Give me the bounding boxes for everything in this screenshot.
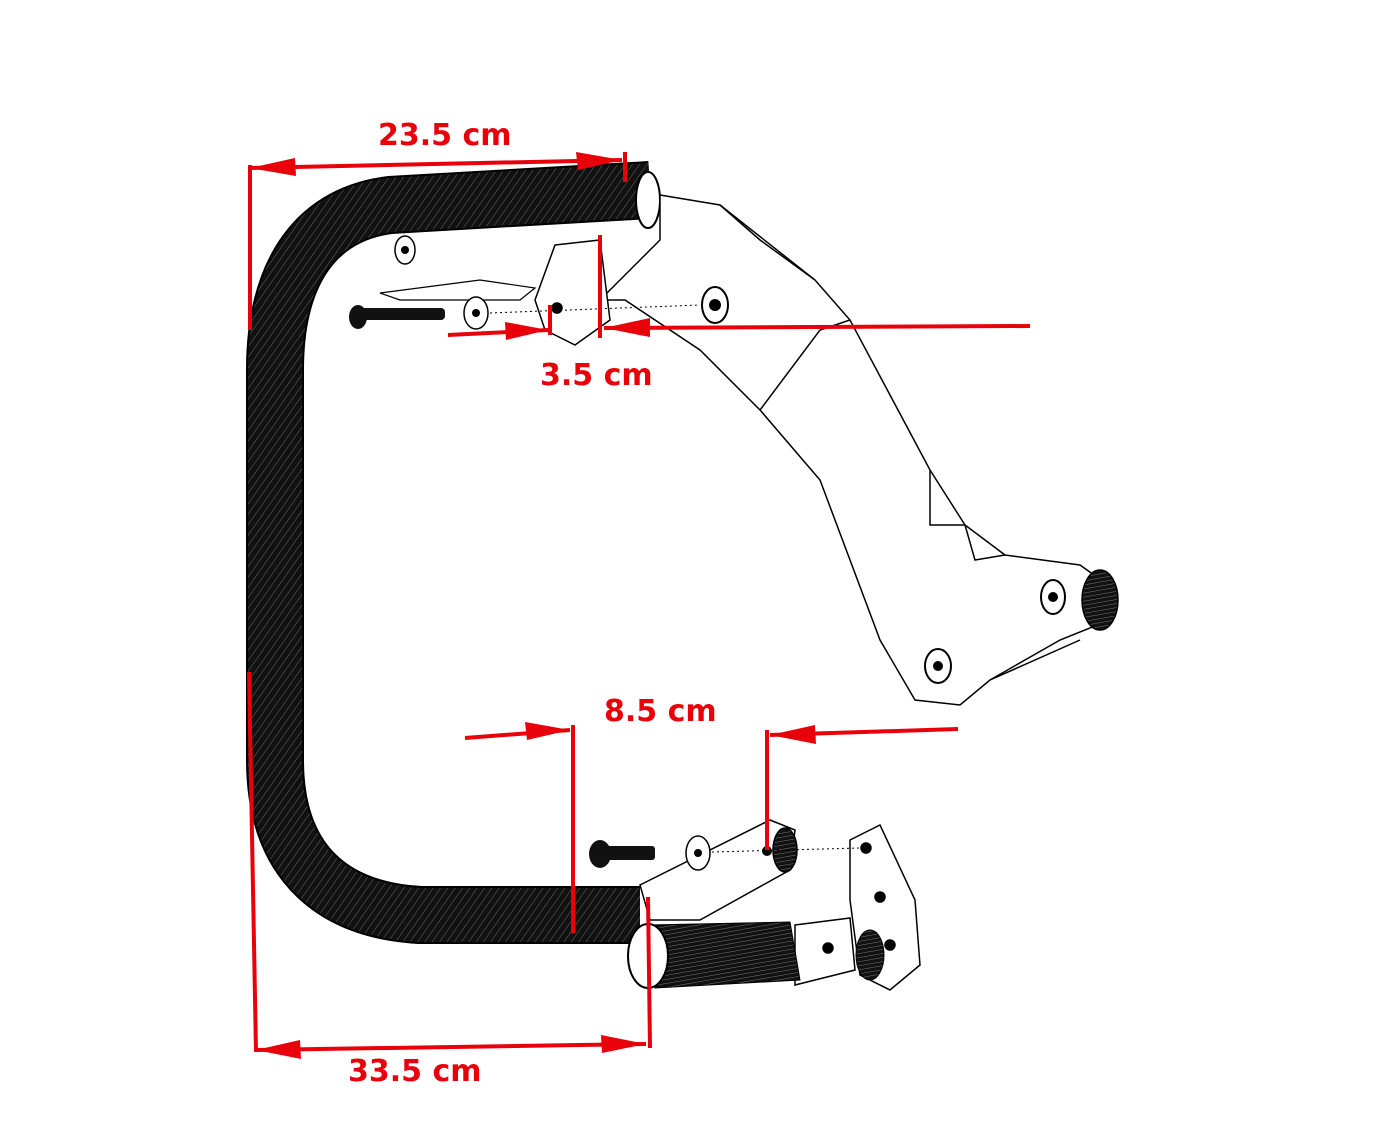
- lower-bracket: [639, 819, 921, 991]
- upper-tab: [379, 279, 537, 301]
- lower-bolt-assembly: [589, 835, 861, 871]
- dimension-label-bracket-width: 3.5 cm: [540, 358, 653, 393]
- dimension-label-bottom-length: 33.5 cm: [348, 1054, 482, 1089]
- dimension-lines: [247, 152, 1031, 1059]
- dimension-label-top-length: 23.5 cm: [378, 118, 512, 153]
- crash-bar-tube: [246, 161, 661, 944]
- upper-mount-arm: [598, 194, 1119, 706]
- dimension-label-bolt-spacing: 8.5 cm: [604, 694, 717, 729]
- upper-bolt-assembly: [349, 235, 1066, 684]
